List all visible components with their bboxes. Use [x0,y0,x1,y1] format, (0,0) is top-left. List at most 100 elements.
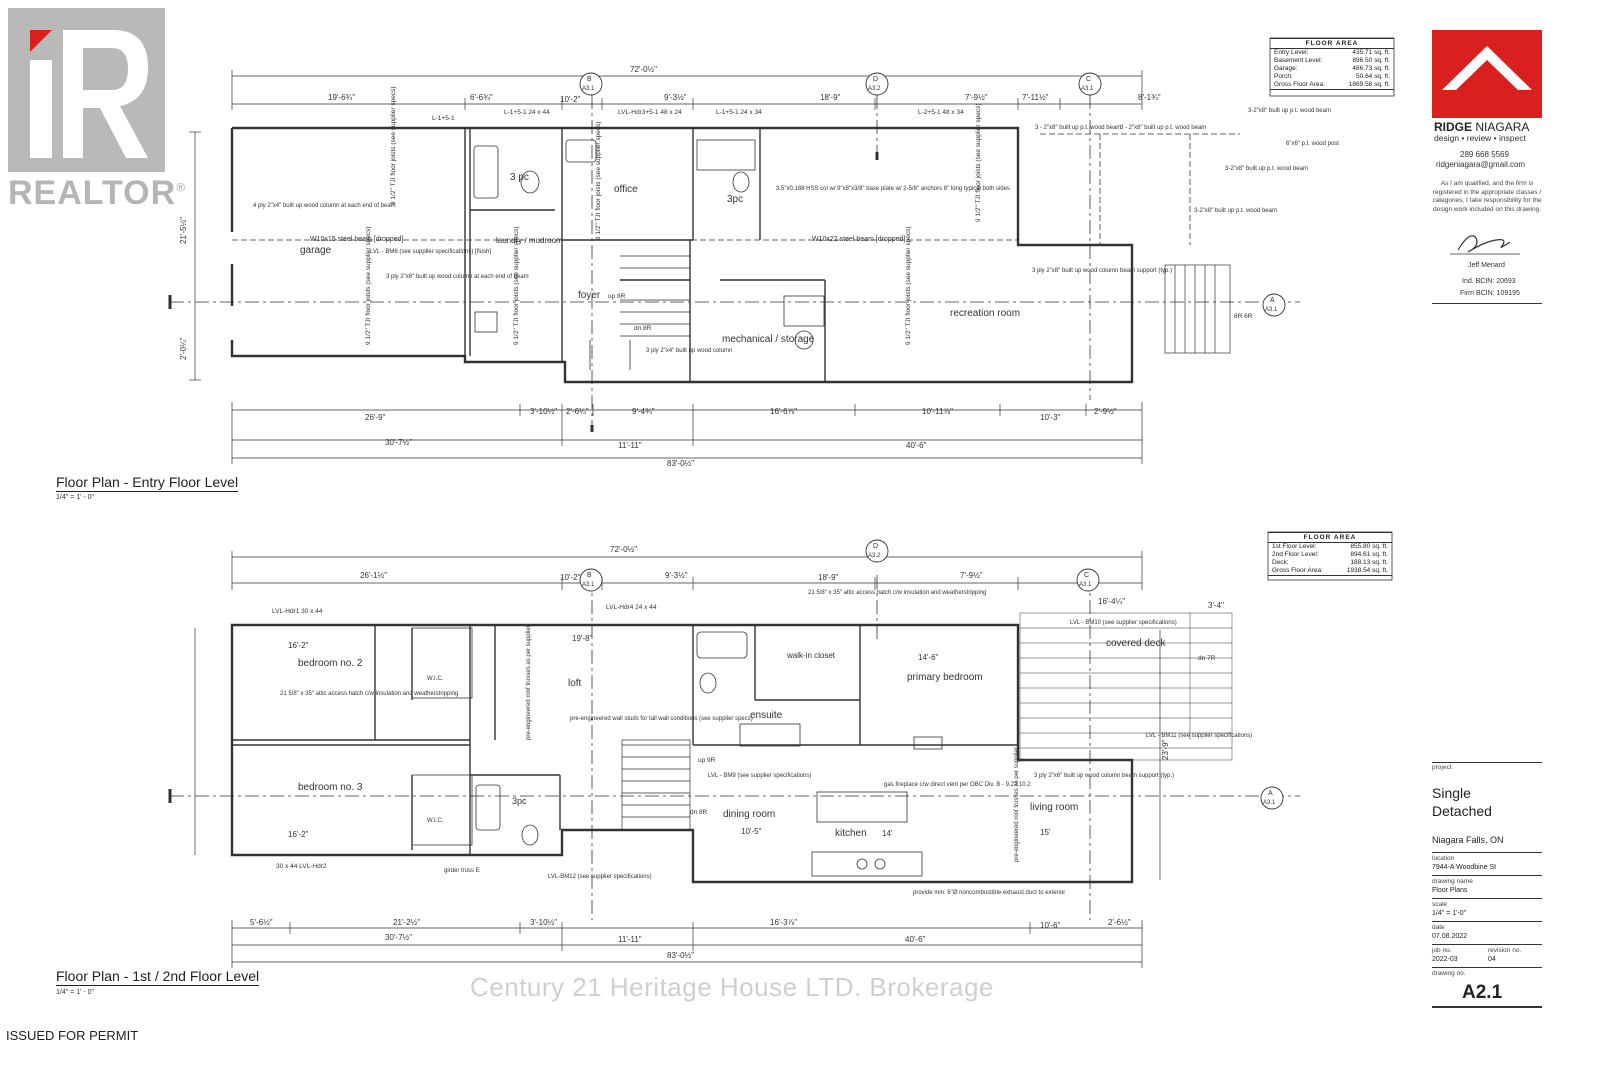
marker-c-ref-top: A3.1 [1081,86,1094,92]
marker-b-ref-top: A3.1 [582,86,595,92]
note-column-4ply: 4 ply 2"x4" built up wood column at each… [253,203,396,209]
top-dim-2: 6'-6¾" [470,93,493,102]
bottom-cdim-3: 40'-6" [905,935,926,944]
note-pt-3: 3-2"x8" built up p.t. wood beam [1194,208,1277,214]
note-trusses-2: pre-engineered roof trusses as per suppl… [1014,747,1020,862]
room-label-dining: dining room [723,809,775,820]
bottom-plan-walls [230,623,1134,884]
top-bdim-8: 2'-9½" [1094,407,1117,416]
note-hdr4: LVL-Hdr4 24 x 44 [606,604,657,611]
bottom-plan-interior-walls [232,625,1019,855]
note-hdr1: LVL-Hdr1 30 x 44 [272,608,323,615]
revision-label: revision no. [1488,947,1522,954]
project-label: project [1432,764,1452,771]
bottom-bdim-3: 3'-10½" [530,918,557,927]
note-fireplace: gas fireplace c/w direct vent per OBC Di… [884,782,1031,788]
bottom-dim-6: 16'-4¼" [1098,597,1125,606]
bottom-dim-3: 9'-3½" [665,571,688,580]
floor-area-row: Basement Level:896.50 sq. ft. [1274,57,1390,64]
dim-kitchen: 14' [882,829,893,838]
dim-dining: 10'-5" [741,827,762,836]
top-bdim-6: 10'-11⅞" [922,407,953,416]
ridge-niagara-logo-icon [1432,30,1542,118]
marker-c-bottom: C [1084,572,1089,579]
room-label-3pc: 3pc [512,796,527,806]
company-name: RIDGE NIAGARA [1434,120,1530,134]
note-hss: 3.5"x0.188 HSS col w/ 9"x8"x3/8" base pl… [776,186,1010,192]
marker-a-top: A [1270,297,1275,304]
room-label-bedroom-2: bedroom no. 2 [298,658,363,669]
top-bdim-1: 26'-9" [365,413,386,422]
note-beam-2: W10x22 steel beam [dropped] [812,236,905,243]
note-l1b: L-1+5-1 24 x 44 [504,109,550,116]
note-lvl-bm11: LVL - BM11 (see supplier specifications) [1146,733,1252,739]
plan-scale-upper: 1/4" = 1' - 0" [56,989,95,996]
floor-area-header: FLOOR AREA [1270,39,1394,49]
room-label-deck: covered deck [1106,638,1166,649]
room-label-living: living room [1030,802,1078,813]
top-dim-3: 10'-2" [560,95,581,104]
marker-d-ref-top: A3.2 [868,86,881,92]
realtor-wordmark: REALTOR® [8,174,187,212]
note-pt-1: 3-2"x8" built up p.t. wood beam [1248,108,1331,114]
top-overall-bottom: 83'-0½" [667,459,694,468]
note-deck-dn: dn 7R [1198,655,1216,662]
room-label-primary: primary bedroom [907,672,983,683]
drawing-no-value: A2.1 [1462,982,1503,1003]
location-label: location [1432,855,1455,862]
note-built-up-1: 3 - 2"x8" built up p.t. wood beam [1035,125,1121,131]
note-joists-4: 9 1/2" TJI floor joists (see supplier sp… [513,226,520,345]
bottom-dim-7: 3'-4" [1208,601,1224,610]
note-beam-post: 3 ply 2"x8" built up wood column beam su… [1032,268,1172,274]
room-label-3pc-a: 3 pc [510,172,529,183]
marker-b-top: B [587,76,592,83]
top-plan-walls [230,126,1134,384]
marker-a-ref-top: A3.1 [1265,307,1278,313]
top-plan-beams [232,133,1240,245]
marker-d-bottom: D [873,543,878,550]
top-dim-7: 7'-11½" [1022,93,1049,102]
room-label-garage: garage [300,245,332,256]
title-block: RIDGE NIAGARA design • review • inspect … [1432,30,1542,1020]
room-label-wic-2: W.I.C. [427,818,444,824]
top-plan-centerline [170,95,1300,430]
project-city: Niagara Falls, ON [1432,835,1504,845]
top-dim-4: 9'-3½" [664,93,687,102]
marker-d-top: D [873,76,878,83]
note-beam-post-bottom: 3 ply 2"x6" built up wood column beam su… [1034,773,1174,779]
floor-area-row: 1st Floor Level:855.80 sq. ft. [1272,543,1388,550]
top-dim-1: 19'-6¾" [328,93,355,102]
floor-area-table-entry: FLOOR AREA Entry Level:435.71 sq. ft. Ba… [1270,38,1394,90]
top-dim-5: 18'-9" [820,93,841,102]
top-bdim-7: 10'-3" [1040,413,1061,422]
note-column-3ply: 3 ply 2"x6" built up wood column at each… [386,274,529,280]
signature-icon [1450,228,1520,258]
room-label-laundry: laundry / mudroom [496,236,563,245]
floor-area-row: Entry Level:435.71 sq. ft. [1274,49,1390,56]
company-phone: 289 668 5569 [1460,150,1509,159]
top-overall-dim: 72'-0½" [630,65,657,74]
designer-ind-bcin: Ind. BCIN: 20693 [1462,278,1516,285]
note-stairs-ext: 8R 6R [1234,313,1253,320]
date-value: 07.08.2022 [1432,933,1468,940]
note-girder-e: girder truss E [444,868,480,874]
note-l2: L-2+5-1 48 x 34 [918,109,964,116]
plan-scale-entry: 1/4" = 1' - 0" [56,494,95,501]
top-side-dim: 21'-5½" [179,217,188,244]
date-label: date [1432,924,1445,931]
job-value: 2022-03 [1432,956,1458,963]
scale-value: 1/4" = 1'-0" [1432,910,1467,917]
room-label-kitchen: kitchen [835,828,867,839]
marker-a-bottom: A [1268,790,1273,797]
floor-area-table-upper: FLOOR AREA 1st Floor Level:855.80 sq. ft… [1268,532,1392,576]
section-markers [579,72,1286,810]
designer-firm-bcin: Firm BCIN: 109195 [1460,290,1520,297]
note-l1c: L-1+5-1 24 x 34 [716,109,762,116]
bottom-plan-centerline [170,575,1300,920]
bottom-bdim-2: 21'-2½" [393,918,420,927]
revision-value: 04 [1488,956,1496,963]
dim-living: 15' [1040,828,1051,837]
note-duct: provide min. 6"Ø noncombustible exhaust … [913,890,1065,896]
